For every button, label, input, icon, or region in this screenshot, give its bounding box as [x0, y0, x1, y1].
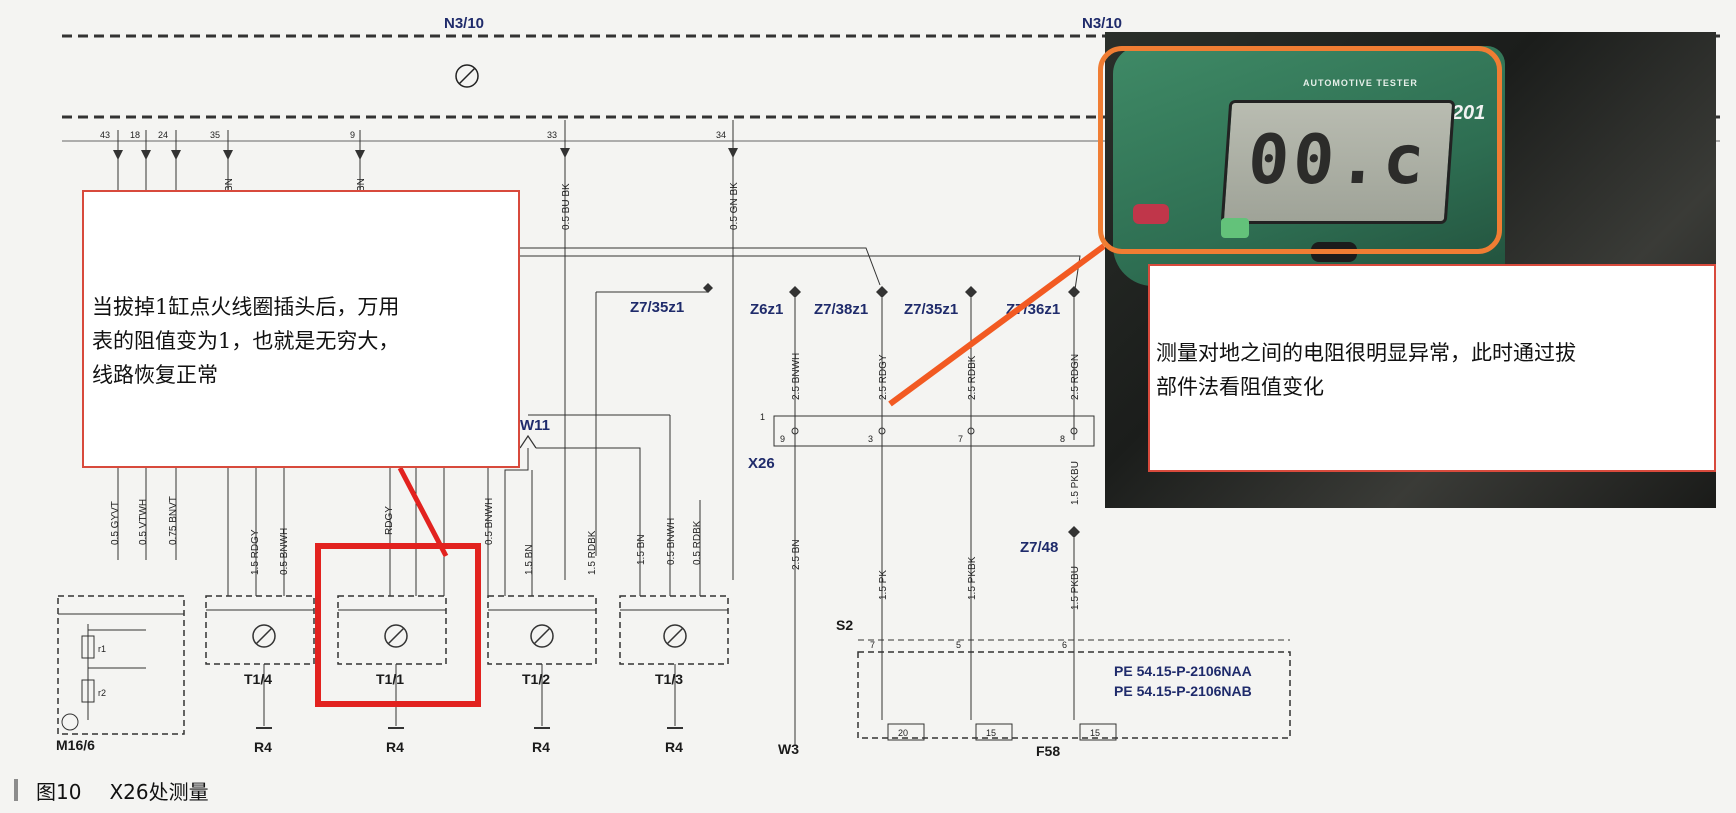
wire-label: 0.5 BNWH — [666, 518, 677, 565]
fuse-value: 15 — [1090, 728, 1100, 738]
connector-label-w11: W11 — [520, 417, 550, 434]
annotation-line: 测量对地之间的电阻很明显异常，此时通过拔 — [1156, 341, 1576, 365]
ground-label: R4 — [665, 739, 683, 755]
connector-label-z7-35z1-a: Z7/35z1 — [630, 299, 684, 316]
connector-label-z7-35z1-b: Z7/35z1 — [904, 301, 958, 318]
wire-label: 1.5 PKBU — [1070, 566, 1081, 610]
wire-label: 0.5 BU BK — [561, 183, 572, 230]
ground-label: R4 — [532, 739, 550, 755]
pin-label: 33 — [547, 130, 557, 140]
ecu-symbol-icon — [455, 64, 479, 88]
wire-label: 2.5 RDBK — [967, 355, 978, 400]
wire-label: RDGY — [384, 506, 395, 535]
pin-label: 34 — [716, 130, 726, 140]
pin-label: 24 — [158, 130, 168, 140]
wire-label: 0.75 BNVT — [168, 496, 179, 545]
connector-label-w3: W3 — [778, 741, 799, 757]
component-label-m16-6: M16/6 — [56, 737, 95, 753]
pin-label: 7 — [870, 640, 875, 650]
annotation-line: 表的阻值变为1，也就是无穷大， — [92, 329, 400, 353]
caption-figure-number: 图10 — [36, 779, 82, 804]
resistor-label: r2 — [98, 688, 106, 698]
wire-label: 2.5 BNWH — [791, 353, 802, 400]
coil-label: T1/4 — [244, 671, 272, 687]
ground-label: R4 — [254, 739, 272, 755]
wire-label: 1.5 PK — [878, 570, 889, 600]
pin-label: 9 — [780, 434, 785, 444]
figure-caption: 图10 X26处测量 — [0, 772, 209, 808]
coil-label: T1/3 — [655, 671, 683, 687]
pin-label: 18 — [130, 130, 140, 140]
connector-label-n3-10-left: N3/10 — [444, 15, 484, 32]
connector-label-z7-38z1: Z7/38z1 — [814, 301, 868, 318]
pointer-line-right — [888, 243, 1106, 407]
wire-label: BN — [356, 178, 367, 192]
wire-label: 0.5 BNWH — [484, 498, 495, 545]
m16-6-component: r1 r2 — [57, 595, 185, 735]
wire-label: 2.5 RDGN — [1070, 354, 1081, 400]
wire-label: 0.5 VTWH — [138, 499, 149, 545]
connector-label-z6z1: Z6z1 — [750, 301, 783, 318]
connector-label-z7-48: Z7/48 — [1020, 539, 1058, 556]
part-number: PE 54.15-P-2106NAA — [1114, 663, 1252, 679]
connector-label-n3-10-right: N3/10 — [1082, 15, 1122, 32]
highlight-box-t1-1 — [315, 543, 481, 707]
pin-label: 5 — [956, 640, 961, 650]
annotation-line: 线路恢复正常 — [92, 363, 218, 387]
pin-label: 35 — [210, 130, 220, 140]
wire-label: 2.5 BN — [791, 539, 802, 570]
pin-label: 1 — [760, 412, 765, 422]
part-number: PE 54.15-P-2106NAB — [1114, 683, 1252, 699]
annotation-box-right: 测量对地之间的电阻很明显异常，此时通过拔 部件法看阻值变化 — [1148, 264, 1716, 472]
connector-label-f58: F58 — [1036, 743, 1060, 759]
photo-highlight-outline — [1098, 46, 1502, 254]
x26-connector: 1 9 3 7 8 — [760, 412, 1095, 447]
wire-label: 1.5 RDGY — [250, 529, 261, 575]
fuse-value: 20 — [898, 728, 908, 738]
ignition-coil-t1-3 — [619, 595, 729, 726]
meter-logo-icon — [1221, 218, 1249, 238]
annotation-line: 部件法看阻值变化 — [1156, 375, 1324, 399]
wire-label: 1.5 BN — [524, 544, 535, 575]
wire-label: 1.5 PKBK — [967, 556, 978, 600]
coil-label: T1/1 — [376, 671, 404, 687]
wire-label: 2.5 RDGY — [878, 354, 889, 400]
wire-label: 0.5 GYVT — [110, 501, 121, 545]
caption-title: X26处测量 — [109, 779, 209, 804]
annotation-box-left: 当拔掉1缸点火线圈插头后，万用 表的阻值变为1，也就是无穷大， 线路恢复正常 — [82, 190, 520, 468]
multimeter-body: AUTOMOTIVE TESTER DY2201 00.c — [1113, 46, 1505, 286]
splice-points — [789, 286, 1080, 298]
wire-label: BN — [224, 178, 235, 192]
pin-label: 8 — [1060, 434, 1065, 444]
wire-label: 1.5 RDBK — [587, 530, 598, 575]
meter-red-button — [1133, 204, 1169, 224]
ground-label: R4 — [386, 739, 404, 755]
wire-label: 0.5 GN BK — [729, 182, 740, 230]
pin-label: 43 — [100, 130, 110, 140]
caption-bar — [14, 779, 18, 801]
connector-label-s2: S2 — [836, 617, 853, 633]
wire-label: 0.5 BNWH — [279, 528, 290, 575]
ignition-coil-t1-1 — [337, 595, 447, 726]
pin-label: 7 — [958, 434, 963, 444]
wire-label: 1.5 BN — [636, 534, 647, 565]
ignition-coil-t1-4 — [205, 595, 315, 726]
connector-label-x26: X26 — [748, 455, 775, 472]
meter-brand-label: AUTOMOTIVE TESTER — [1303, 78, 1418, 88]
wire-label: 1.5 PKBU — [1070, 461, 1081, 505]
coil-label: T1/2 — [522, 671, 550, 687]
pin-label: 9 — [350, 130, 355, 140]
pointer-line-left — [397, 466, 449, 558]
resistor-label: r1 — [98, 644, 106, 654]
pin-label: 3 — [868, 434, 873, 444]
fuse-value: 15 — [986, 728, 996, 738]
ignition-coil-t1-2 — [487, 595, 597, 726]
annotation-line: 当拔掉1缸点火线圈插头后，万用 — [92, 295, 400, 319]
pin-label: 6 — [1062, 640, 1067, 650]
s2-fuse-block: 7 5 6 20 15 15 — [857, 639, 1291, 741]
wire-label: 0.5 RDBK — [692, 520, 703, 565]
